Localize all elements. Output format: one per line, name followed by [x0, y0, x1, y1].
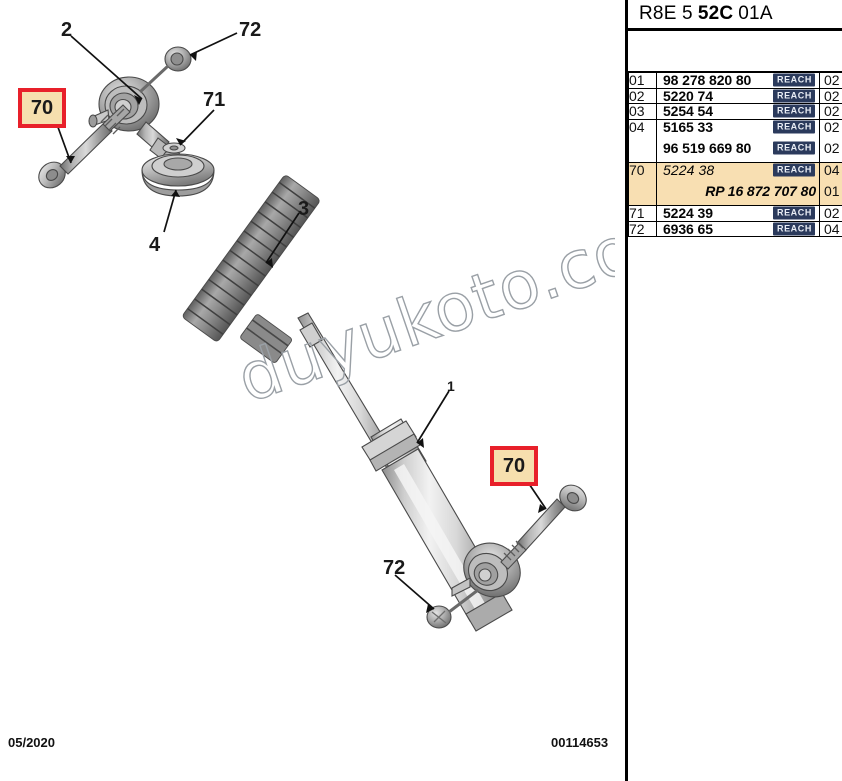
reach-badge: REACH — [772, 222, 815, 236]
reach-badge: REACH — [772, 104, 815, 118]
footer-drawing-number: 00114653 — [551, 735, 609, 750]
reference-code: 52C — [697, 3, 734, 24]
callout-box-70-upper[interactable]: 70 — [18, 88, 66, 128]
part-line: RP 16 872 707 80 — [657, 177, 819, 206]
callout-box-70-lower[interactable]: 70 — [490, 446, 538, 486]
part-number-cell: 98 278 820 80 REACH — [656, 72, 820, 89]
part-number: 5165 33 — [663, 119, 713, 136]
part-line: 5220 74 REACH — [657, 87, 819, 104]
quantity-cell: 02 — [819, 87, 842, 105]
reach-badge: REACH — [772, 206, 815, 220]
quantity-value: 02 — [824, 119, 840, 136]
reach-badge: REACH — [772, 163, 815, 177]
part-number: RP 16 872 707 80 — [705, 183, 816, 200]
reach-badge: REACH — [772, 73, 815, 87]
quantity-value: 02 — [824, 205, 840, 222]
part-line: 98 278 820 80 REACH — [657, 72, 819, 88]
footer-date: 05/2020 — [8, 735, 55, 750]
upper-mounting-bolt — [38, 104, 131, 189]
callout-3: 3 — [298, 198, 310, 220]
table-row[interactable]: 72 6936 65 REACH 04 — [628, 220, 842, 238]
row-index: 01 — [628, 72, 657, 89]
quantity-cell: 02 — [819, 103, 842, 121]
suspension-assembly-illustration — [38, 32, 587, 632]
row-index: 04 — [628, 119, 657, 164]
quantity-value: 02 — [824, 103, 840, 120]
quantity-value: 04 — [824, 220, 840, 237]
quantity-cell: 02 — [819, 205, 842, 222]
reference-header: R8E 5 52C 01A — [628, 0, 842, 28]
part-number: 5254 54 — [663, 103, 713, 120]
part-line: 6936 65 REACH — [657, 220, 819, 237]
callout-71: 71 — [203, 89, 226, 111]
part-number-cell: 5220 74 REACH — [656, 87, 820, 105]
callout-1: 1 — [447, 378, 455, 394]
row-index: 70 — [628, 162, 657, 207]
callout-72-upper: 72 — [239, 19, 262, 41]
quantity-cell: 04 — [819, 220, 842, 238]
quantity-value: 02 — [824, 72, 840, 88]
dust-boot-bellows — [182, 175, 320, 363]
lower-stud-ball — [426, 588, 479, 629]
upper-stud-nut — [138, 46, 192, 94]
part-number: 5224 38 — [663, 162, 715, 179]
part-line: 5254 54 REACH — [657, 103, 819, 120]
reach-badge: REACH — [772, 141, 815, 155]
quantity-value: 01 — [820, 177, 842, 206]
table-row[interactable]: 03 5254 54 REACH 02 — [628, 103, 842, 121]
part-line: 5224 38 REACH — [657, 162, 819, 179]
part-line: 5224 39 REACH — [657, 205, 819, 222]
panel-divider — [625, 0, 628, 781]
washer-71 — [162, 142, 186, 154]
part-line: 96 519 669 80 REACH — [657, 134, 819, 162]
callout-72-lower: 72 — [383, 557, 406, 579]
callout-2: 2 — [61, 19, 73, 41]
table-row[interactable]: 02 5220 74 REACH 02 — [628, 87, 842, 105]
quantity-value: 02 — [824, 140, 840, 157]
part-number: 98 278 820 80 — [663, 72, 752, 88]
quantity-value: 02 — [824, 87, 840, 104]
part-number: 5224 39 — [663, 205, 713, 222]
part-number-cell: 5254 54 REACH — [656, 103, 820, 121]
table-header-band — [628, 28, 842, 72]
row-index: 02 — [628, 87, 657, 105]
part-number: 6936 65 — [663, 220, 713, 237]
row-index: 03 — [628, 103, 657, 121]
exploded-diagram: duyukoto.com 2 72 71 3 4 1 72 70 70 05/2… — [8, 19, 615, 750]
part-number-cell: 5165 33 REACH 96 519 669 80 REACH — [656, 119, 820, 164]
reference-prefix: R8E 5 — [639, 3, 693, 24]
part-number-cell: 5224 38 REACH RP 16 872 707 80 — [656, 162, 820, 207]
part-number-cell: 6936 65 REACH — [656, 220, 820, 238]
spring-seat-cup — [141, 153, 215, 197]
part-line: 5165 33 REACH — [657, 119, 819, 136]
callout-4: 4 — [149, 234, 161, 256]
reach-badge: REACH — [772, 89, 815, 103]
upper-mount-bushing — [88, 76, 182, 167]
table-row[interactable]: 01 98 278 820 80 REACH 02 — [628, 72, 842, 89]
quantity-cell: 02 — [819, 72, 842, 89]
reach-badge: REACH — [772, 120, 815, 134]
part-number-cell: 5224 39 REACH — [656, 205, 820, 222]
leader-arrowheads — [66, 51, 546, 613]
reference-suffix: 01A — [738, 3, 773, 24]
table-row[interactable]: 71 5224 39 REACH 02 — [628, 205, 842, 222]
part-number: 5220 74 — [663, 87, 713, 104]
lower-mounting-bolt — [500, 484, 587, 570]
row-index: 72 — [628, 220, 657, 238]
part-number: 96 519 669 80 — [663, 140, 752, 157]
row-index: 71 — [628, 205, 657, 222]
quantity-value: 04 — [820, 162, 842, 178]
